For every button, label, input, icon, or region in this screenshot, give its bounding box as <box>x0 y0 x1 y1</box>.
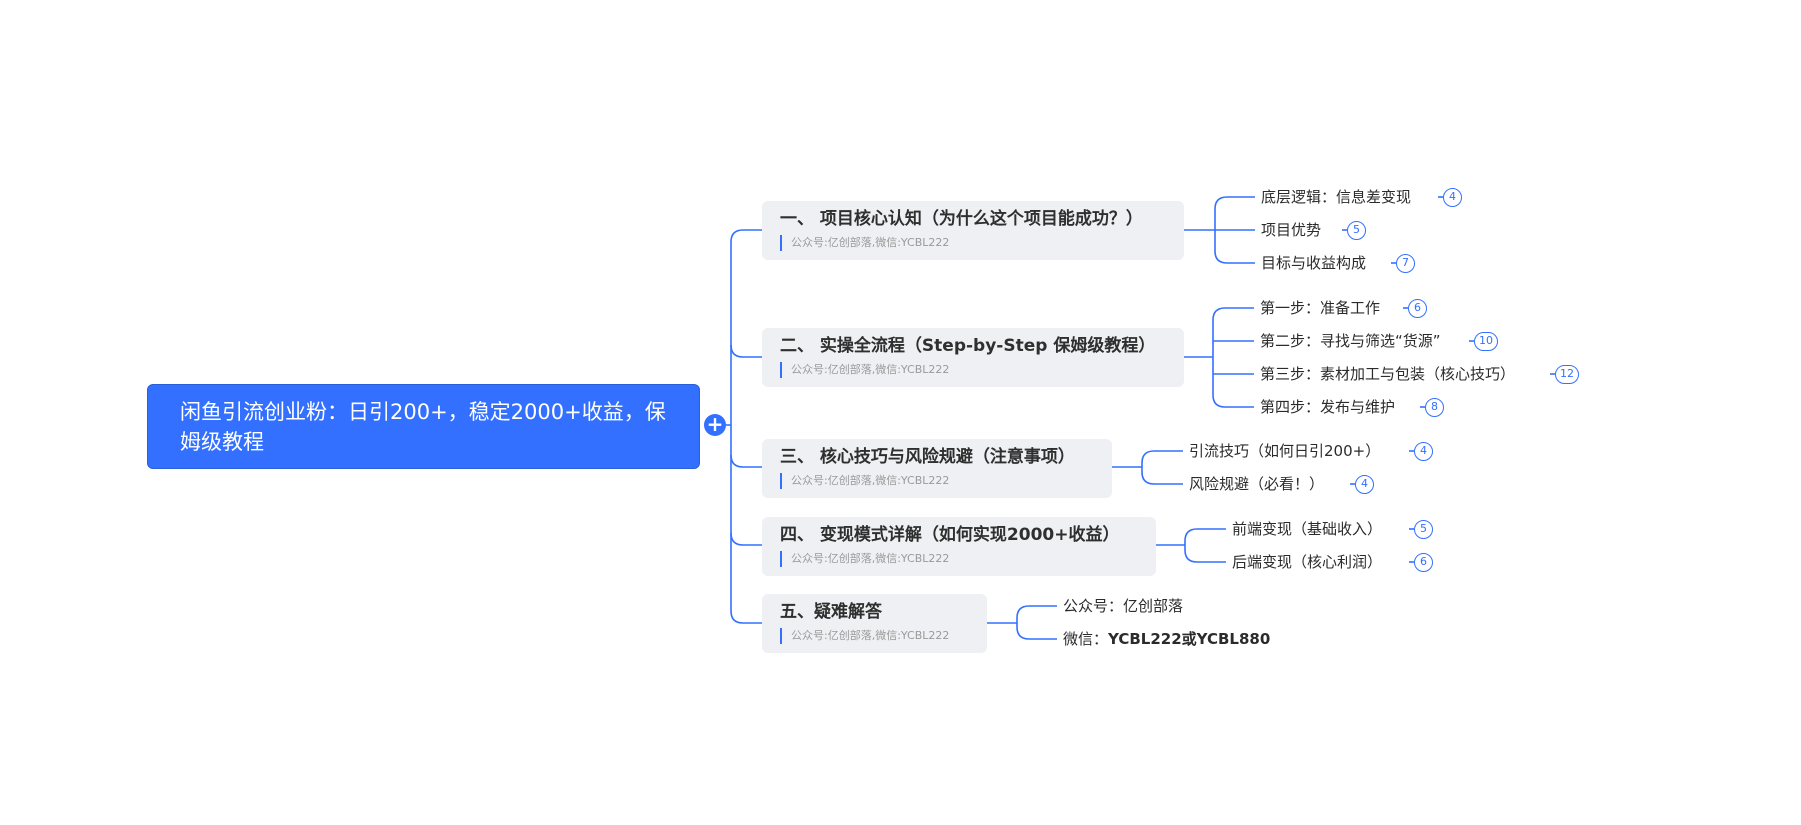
connector-line <box>730 532 762 546</box>
child-count-badge[interactable]: 6 <box>1414 553 1433 572</box>
branch-topic-5[interactable]: 五、疑难解答 公众号:亿创部落,微信:YCBL222 <box>762 594 987 653</box>
branch-topic-1[interactable]: 一、 项目核心认知（为什么这个项目能成功？） 公众号:亿创部落,微信:YCBL2… <box>762 201 1184 260</box>
branch-note: 公众号:亿创部落,微信:YCBL222 <box>780 628 969 644</box>
subtopic-4-1[interactable]: 前端变现（基础收入） <box>1232 520 1383 538</box>
connector-line <box>1212 394 1254 408</box>
subtopic-1-1[interactable]: 底层逻辑：信息差变现 <box>1261 188 1412 206</box>
child-count-badge[interactable]: 12 <box>1555 365 1579 384</box>
connector-line <box>730 344 762 358</box>
child-count-badge[interactable]: 4 <box>1414 442 1433 461</box>
connector-line <box>1214 250 1255 264</box>
subtopic-1-3[interactable]: 目标与收益构成 <box>1261 254 1367 272</box>
branch-title: 四、 变现模式详解（如何实现2000+收益） <box>780 525 1120 545</box>
child-count-badge[interactable]: 4 <box>1443 188 1462 207</box>
subtopic-5-2[interactable]: 微信：YCBL222或YCBL880 <box>1063 629 1270 649</box>
child-count-badge[interactable]: 5 <box>1347 221 1366 240</box>
connector-line <box>1141 471 1183 485</box>
connector-line <box>730 610 762 624</box>
branch-topic-3[interactable]: 三、 核心技巧与风险规避（注意事项） 公众号:亿创部落,微信:YCBL222 <box>762 439 1112 498</box>
connector-line <box>1214 196 1255 210</box>
branch-title: 五、疑难解答 <box>780 602 882 622</box>
branch-title: 二、 实操全流程（Step-by-Step 保姆级教程） <box>780 336 1156 356</box>
subtopic-3-2[interactable]: 风险规避（必看！） <box>1189 475 1325 493</box>
branch-topic-2[interactable]: 二、 实操全流程（Step-by-Step 保姆级教程） 公众号:亿创部落,微信… <box>762 328 1184 387</box>
child-count-badge[interactable]: 8 <box>1425 398 1444 417</box>
connector-line <box>1016 626 1057 640</box>
collapse-toggle-icon[interactable]: + <box>704 414 726 436</box>
child-count-badge[interactable]: 7 <box>1396 254 1415 273</box>
connector-line <box>1016 605 1057 619</box>
child-count-badge[interactable]: 6 <box>1408 299 1427 318</box>
branch-note: 公众号:亿创部落,微信:YCBL222 <box>780 473 1094 489</box>
connector-line <box>1184 528 1226 542</box>
branch-note: 公众号:亿创部落,微信:YCBL222 <box>780 551 1138 567</box>
root-title: 闲鱼引流创业粉：日引200+，稳定2000+收益，保姆级教程 <box>180 400 666 454</box>
subtopic-1-2[interactable]: 项目优势 <box>1261 221 1322 239</box>
subtopic-2-3[interactable]: 第三步：素材加工与包装（核心技巧） <box>1260 365 1516 383</box>
subtopic-bold-text: YCBL222或YCBL880 <box>1108 630 1271 648</box>
branch-title: 一、 项目核心认知（为什么这个项目能成功？） <box>780 209 1143 229</box>
subtopic-4-2[interactable]: 后端变现（核心利润） <box>1232 553 1383 571</box>
subtopic-2-2[interactable]: 第二步：寻找与筛选“货源” <box>1260 332 1441 350</box>
subtopic-5-1[interactable]: 公众号：亿创部落 <box>1063 597 1184 615</box>
branch-topic-4[interactable]: 四、 变现模式详解（如何实现2000+收益） 公众号:亿创部落,微信:YCBL2… <box>762 517 1156 576</box>
branch-note: 公众号:亿创部落,微信:YCBL222 <box>780 362 1166 378</box>
root-topic[interactable]: 闲鱼引流创业粉：日引200+，稳定2000+收益，保姆级教程 <box>147 384 700 469</box>
child-count-badge[interactable]: 10 <box>1474 332 1498 351</box>
connector-line <box>1212 307 1254 321</box>
child-count-badge[interactable]: 5 <box>1414 520 1433 539</box>
branch-note: 公众号:亿创部落,微信:YCBL222 <box>780 235 1166 251</box>
connector-line <box>730 229 762 243</box>
connector-line <box>1141 450 1183 464</box>
connector-line <box>1184 549 1226 563</box>
branch-title: 三、 核心技巧与风险规避（注意事项） <box>780 447 1075 467</box>
subtopic-3-1[interactable]: 引流技巧（如何日引200+） <box>1189 442 1381 460</box>
connector-line <box>730 454 762 468</box>
subtopic-2-4[interactable]: 第四步：发布与维护 <box>1260 398 1396 416</box>
subtopic-prefix: 微信： <box>1063 630 1109 648</box>
child-count-badge[interactable]: 4 <box>1355 475 1374 494</box>
subtopic-2-1[interactable]: 第一步：准备工作 <box>1260 299 1381 317</box>
